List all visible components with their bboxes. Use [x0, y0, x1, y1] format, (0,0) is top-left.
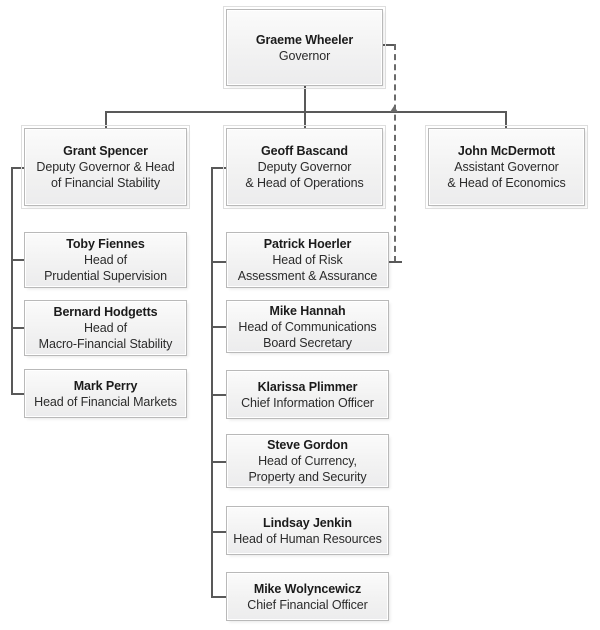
- node-head-communications-board-secretary[interactable]: Mike Hannah Head of Communications Board…: [226, 300, 389, 353]
- node-grant-spencer-title-line1: Deputy Governor & Head: [36, 160, 175, 174]
- node-klarissa-plimmer-name: Klarissa Plimmer: [257, 379, 358, 394]
- connector-left-stub-bernard-hodgetts: [11, 327, 24, 329]
- connector-dashed-risk-stub: [388, 261, 402, 263]
- connector-middle-stub-lindsay-jenkin: [211, 531, 226, 533]
- node-bernard-hodgetts-title-line1: Head of: [83, 321, 128, 335]
- node-mark-perry-title-line1: Head of Financial Markets: [34, 394, 177, 409]
- node-head-human-resources[interactable]: Lindsay Jenkin Head of Human Resources: [226, 506, 389, 555]
- node-mike-hannah-title-line1: Head of Communications: [238, 319, 377, 334]
- connector-drop-geoff-bascand: [304, 111, 306, 128]
- node-patrick-hoerler-title-line2: Assessment & Assurance: [237, 269, 378, 283]
- node-lindsay-jenkin-name: Lindsay Jenkin: [263, 515, 352, 530]
- node-klarissa-plimmer-title-line1: Chief Information Officer: [241, 395, 374, 410]
- connector-drop-grant-spencer: [105, 111, 107, 128]
- node-chief-financial-officer[interactable]: Mike Wolyncewicz Chief Financial Officer: [226, 572, 389, 621]
- connector-dashed-arrowhead-icon: [390, 106, 398, 112]
- connector-left-stub-mark-perry: [11, 393, 24, 395]
- node-head-currency-property-security[interactable]: Steve Gordon Head of Currency, Property …: [226, 434, 389, 488]
- node-mike-wolyncewicz-title-line1: Chief Financial Officer: [247, 597, 368, 612]
- node-head-macro-financial-stability[interactable]: Bernard Hodgetts Head of Macro-Financial…: [24, 300, 187, 356]
- connector-middle-stub-klarissa-plimmer: [211, 394, 226, 396]
- node-geoff-bascand-name: Geoff Bascand: [261, 144, 348, 158]
- connector-left-stub-toby-fiennes: [11, 259, 24, 261]
- node-geoff-bascand-title-line1: Deputy Governor: [257, 160, 352, 174]
- node-steve-gordon-name: Steve Gordon: [267, 438, 348, 452]
- node-patrick-hoerler-name: Patrick Hoerler: [263, 237, 352, 251]
- node-assistant-governor-economics[interactable]: John McDermott Assistant Governor & Head…: [425, 125, 588, 209]
- node-john-mcdermott-title-line1: Assistant Governor: [454, 160, 559, 174]
- connector-middle-stub-mike-wolyncewicz: [211, 596, 226, 598]
- node-mike-wolyncewicz-name: Mike Wolyncewicz: [253, 581, 362, 596]
- connector-middle-stub-steve-gordon: [211, 461, 226, 463]
- node-head-prudential-supervision[interactable]: Toby Fiennes Head of Prudential Supervis…: [24, 232, 187, 288]
- connector-middle-stub-patrick-hoerler: [211, 261, 226, 263]
- node-steve-gordon-title-line1: Head of Currency,: [258, 454, 357, 468]
- node-mike-hannah-title-line2: Board Secretary: [263, 335, 352, 350]
- node-toby-fiennes-name: Toby Fiennes: [66, 237, 145, 251]
- node-lindsay-jenkin-title-line1: Head of Human Resources: [233, 531, 382, 546]
- connector-governor-dashed-stub: [383, 44, 396, 46]
- connector-middle-stub-geoff-bascand: [211, 167, 226, 169]
- node-patrick-hoerler-title-line1: Head of Risk: [272, 253, 343, 267]
- node-head-risk-assessment-assurance[interactable]: Patrick Hoerler Head of Risk Assessment …: [226, 232, 389, 288]
- node-governor[interactable]: Graeme Wheeler Governor: [223, 6, 386, 89]
- node-steve-gordon-title-line2: Property and Security: [248, 470, 367, 484]
- node-john-mcdermott-name: John McDermott: [457, 144, 556, 158]
- node-head-financial-markets[interactable]: Mark Perry Head of Financial Markets: [24, 369, 187, 418]
- connector-middle-stub-mike-hannah: [211, 326, 226, 328]
- node-toby-fiennes-title-line1: Head of: [83, 253, 128, 267]
- node-bernard-hodgetts-title-line2: Macro-Financial Stability: [38, 337, 173, 351]
- node-geoff-bascand-title-line2: & Head of Operations: [245, 176, 364, 190]
- node-governor-title-line1: Governor: [278, 48, 331, 63]
- node-mike-hannah-name: Mike Hannah: [269, 303, 346, 318]
- node-john-mcdermott-title-line2: & Head of Economics: [447, 176, 566, 190]
- connector-middle-spine: [211, 167, 213, 597]
- connector-drop-john-mcdermott: [505, 111, 507, 128]
- connector-left-stub-grant-spencer: [11, 167, 24, 169]
- connector-governor-stem: [304, 86, 306, 112]
- node-grant-spencer-title-line2: of Financial Stability: [51, 176, 160, 190]
- node-deputy-governor-financial-stability[interactable]: Grant Spencer Deputy Governor & Head of …: [21, 125, 190, 209]
- node-mark-perry-name: Mark Perry: [73, 378, 138, 393]
- node-chief-information-officer[interactable]: Klarissa Plimmer Chief Information Offic…: [226, 370, 389, 419]
- node-toby-fiennes-title-line2: Prudential Supervision: [44, 269, 167, 283]
- node-governor-name: Graeme Wheeler: [255, 32, 354, 47]
- connector-left-spine: [11, 167, 13, 394]
- node-bernard-hodgetts-name: Bernard Hodgetts: [53, 305, 158, 319]
- node-deputy-governor-operations[interactable]: Geoff Bascand Deputy Governor & Head of …: [223, 125, 386, 209]
- connector-dashed-risk-line: [394, 44, 396, 262]
- node-grant-spencer-name: Grant Spencer: [63, 144, 148, 158]
